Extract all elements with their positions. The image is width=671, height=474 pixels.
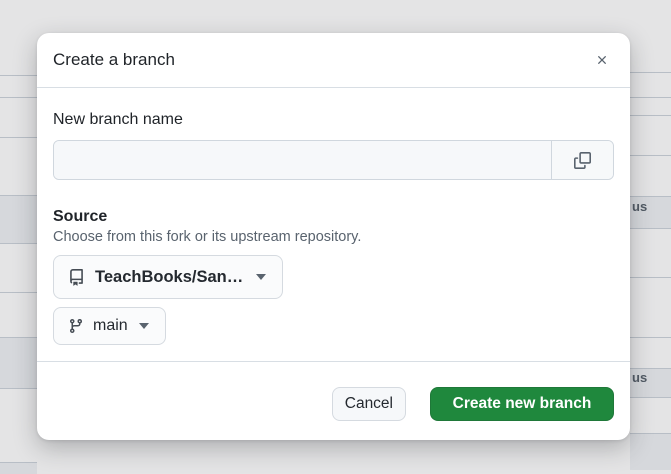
- branch-name-input[interactable]: [54, 141, 551, 179]
- table-row-divider: [0, 243, 37, 244]
- create-new-branch-button[interactable]: Create new branch: [430, 387, 614, 421]
- source-branch-value: main: [93, 317, 128, 334]
- table-row-divider: [630, 368, 671, 369]
- table-row-divider: [630, 433, 671, 434]
- branch-name-label: New branch name: [53, 111, 183, 128]
- table-header-band: [630, 197, 671, 228]
- dialog-body: New branch name Source Choose from this …: [37, 88, 630, 361]
- table-row-divider: [630, 337, 671, 338]
- background-table-left-edge: [0, 0, 37, 474]
- table-header-band: [630, 434, 671, 470]
- table-header-band: [0, 338, 37, 388]
- source-description: Choose from this fork or its upstream re…: [53, 229, 362, 245]
- cancel-button[interactable]: Cancel: [331, 387, 406, 421]
- source-branch-selector[interactable]: main: [53, 307, 166, 345]
- copy-icon: [574, 151, 591, 169]
- table-row-divider: [630, 72, 671, 73]
- chevron-down-icon: [256, 274, 267, 280]
- table-row-divider: [630, 397, 671, 398]
- table-header-band: [630, 369, 671, 397]
- close-button[interactable]: [586, 44, 618, 76]
- git-branch-icon: [68, 318, 84, 334]
- table-row-divider: [0, 75, 37, 76]
- status-column-header-fragment: us: [632, 370, 648, 385]
- table-header-band: [0, 196, 37, 243]
- table-header-band: [0, 463, 37, 474]
- table-row-divider: [0, 337, 37, 338]
- table-row-divider: [0, 137, 37, 138]
- table-row-divider: [630, 228, 671, 229]
- dialog-header: Create a branch: [37, 33, 630, 88]
- table-row-divider: [630, 97, 671, 98]
- table-row-divider: [0, 462, 37, 463]
- close-icon: [595, 53, 609, 67]
- table-row-divider: [0, 97, 37, 98]
- table-row-divider: [0, 292, 37, 293]
- source-label: Source: [53, 208, 108, 225]
- table-row-divider: [0, 388, 37, 389]
- status-column-header-fragment: us: [632, 199, 648, 214]
- dialog-title: Create a branch: [53, 50, 175, 69]
- branch-name-input-group: [53, 140, 614, 180]
- chevron-down-icon: [138, 323, 149, 329]
- table-row-divider: [630, 115, 671, 116]
- table-row-divider: [0, 195, 37, 196]
- repo-icon: [68, 268, 85, 286]
- source-repository-selector[interactable]: TeachBooks/San…: [53, 255, 284, 299]
- source-repository-value: TeachBooks/San…: [95, 267, 244, 286]
- create-branch-dialog: Create a branch New branch name Source C…: [37, 33, 630, 440]
- background-table-right-edge: us us: [630, 0, 671, 474]
- table-row-divider: [630, 155, 671, 156]
- table-row-divider: [630, 277, 671, 278]
- table-row-divider: [630, 196, 671, 197]
- copy-branch-name-button[interactable]: [551, 141, 613, 179]
- dialog-footer: Cancel Create new branch: [37, 361, 630, 440]
